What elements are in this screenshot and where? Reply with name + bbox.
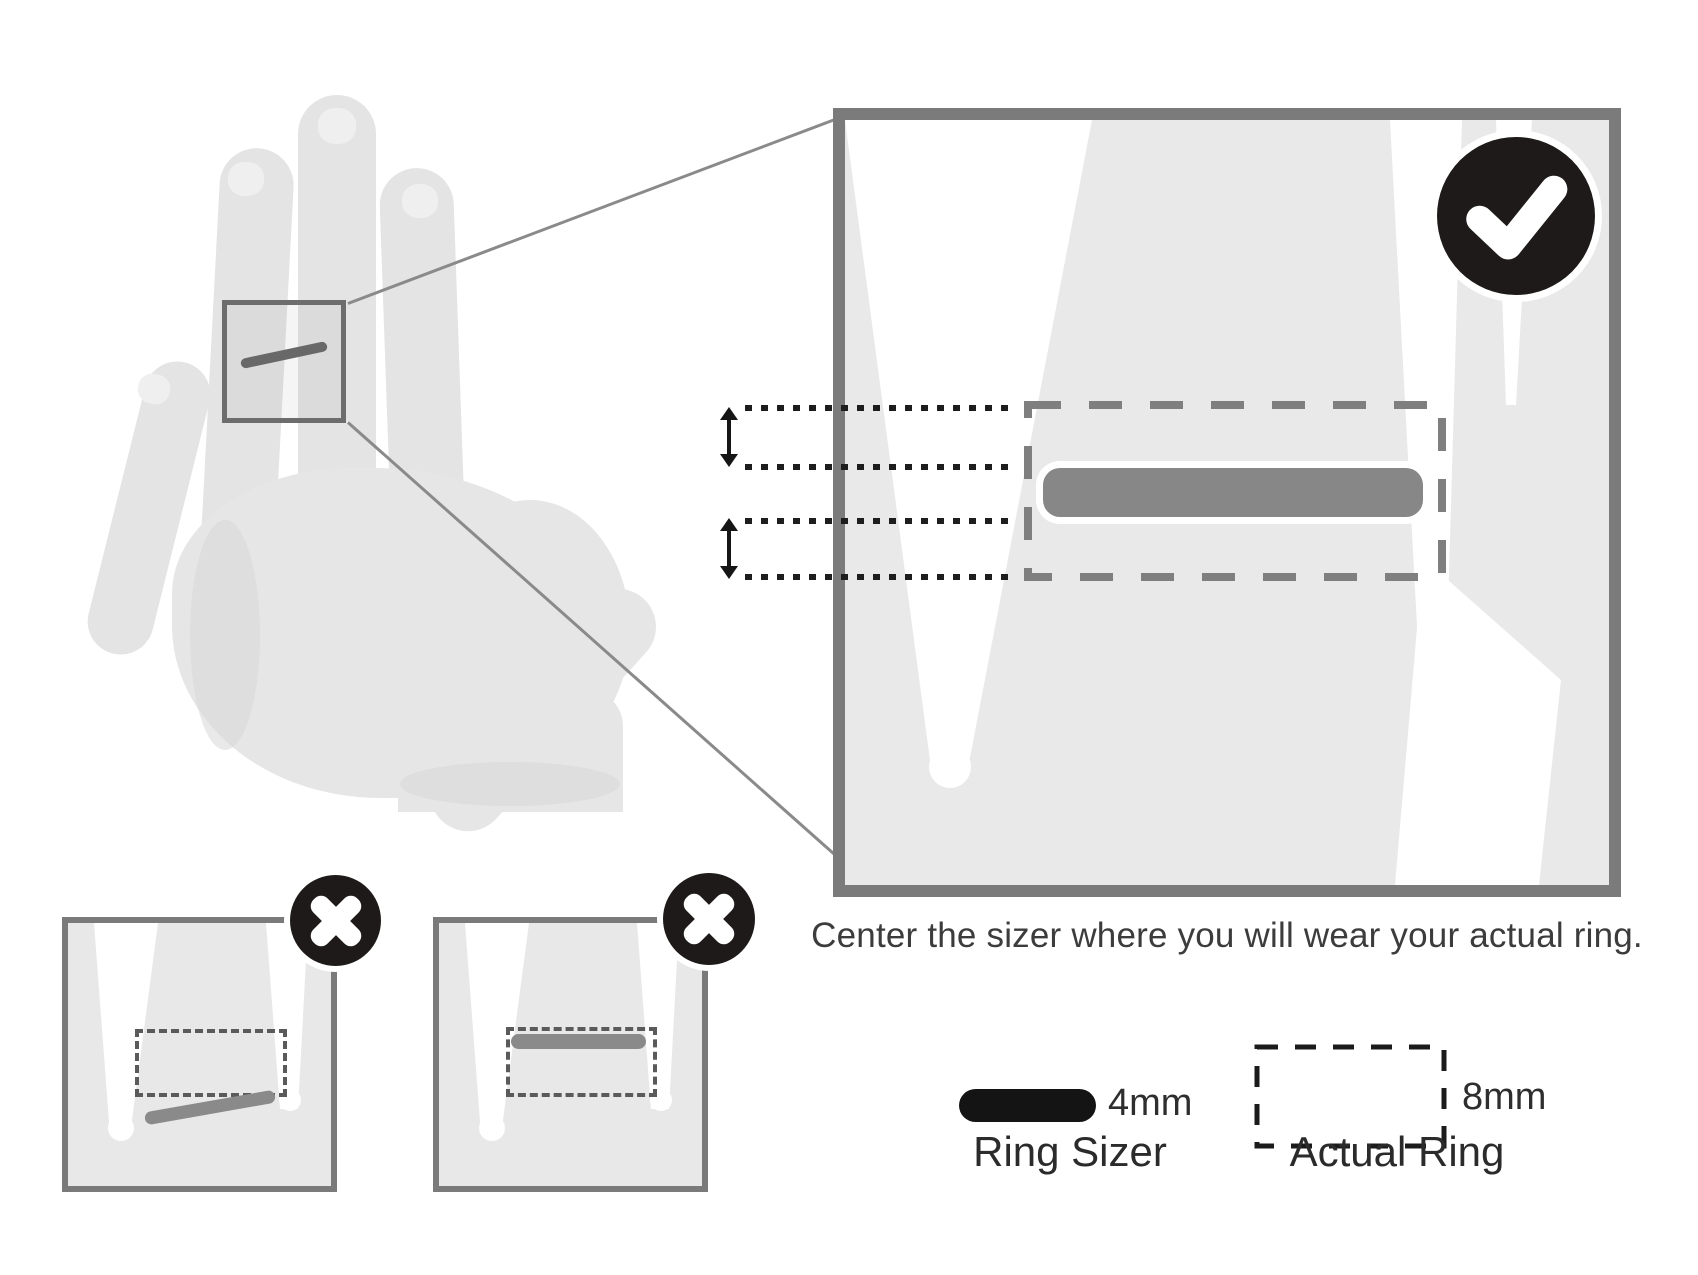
ring-sizer-bar bbox=[1043, 468, 1423, 517]
ring-fingernail bbox=[228, 162, 264, 196]
x-badge-tilted bbox=[290, 875, 381, 966]
measure-arrow-top bbox=[717, 407, 741, 467]
x-badge-offcenter bbox=[663, 873, 755, 965]
wrong-panel-offcenter bbox=[433, 917, 708, 1192]
caption: Center the sizer where you will wear you… bbox=[811, 916, 1643, 955]
measure-line-1 bbox=[745, 405, 1011, 411]
index-fingernail bbox=[402, 184, 438, 218]
legend-ring-swatch bbox=[1254, 1044, 1447, 1149]
actual-ring-outline bbox=[506, 1027, 657, 1097]
legend-sizer-swatch bbox=[959, 1089, 1096, 1122]
wrong-panel-tilted bbox=[62, 917, 337, 1192]
legend-ring-size: 8mm bbox=[1462, 1076, 1547, 1118]
finger-gap-left-tip bbox=[479, 1115, 505, 1141]
check-icon bbox=[1466, 175, 1568, 260]
correct-badge bbox=[1437, 137, 1595, 295]
legend-sizer-label: Ring Sizer bbox=[973, 1128, 1167, 1175]
finger-gap-left-tip bbox=[929, 746, 971, 788]
actual-ring-outline bbox=[1024, 401, 1446, 581]
ring-sizer-bar bbox=[511, 1034, 646, 1049]
legend-sizer-size: 4mm bbox=[1108, 1082, 1193, 1124]
measure-line-4 bbox=[745, 574, 1011, 580]
wrist-shade bbox=[400, 762, 620, 806]
middle-fingernail bbox=[318, 108, 356, 144]
measure-line-2 bbox=[745, 464, 1011, 470]
finger-gap-left-tip bbox=[108, 1115, 134, 1141]
palm-shade bbox=[190, 520, 260, 750]
legend-ring-label: Actual Ring bbox=[1289, 1128, 1505, 1175]
measure-arrow-bottom bbox=[717, 518, 741, 579]
actual-ring-outline bbox=[135, 1029, 287, 1097]
measure-line-3 bbox=[745, 518, 1011, 524]
